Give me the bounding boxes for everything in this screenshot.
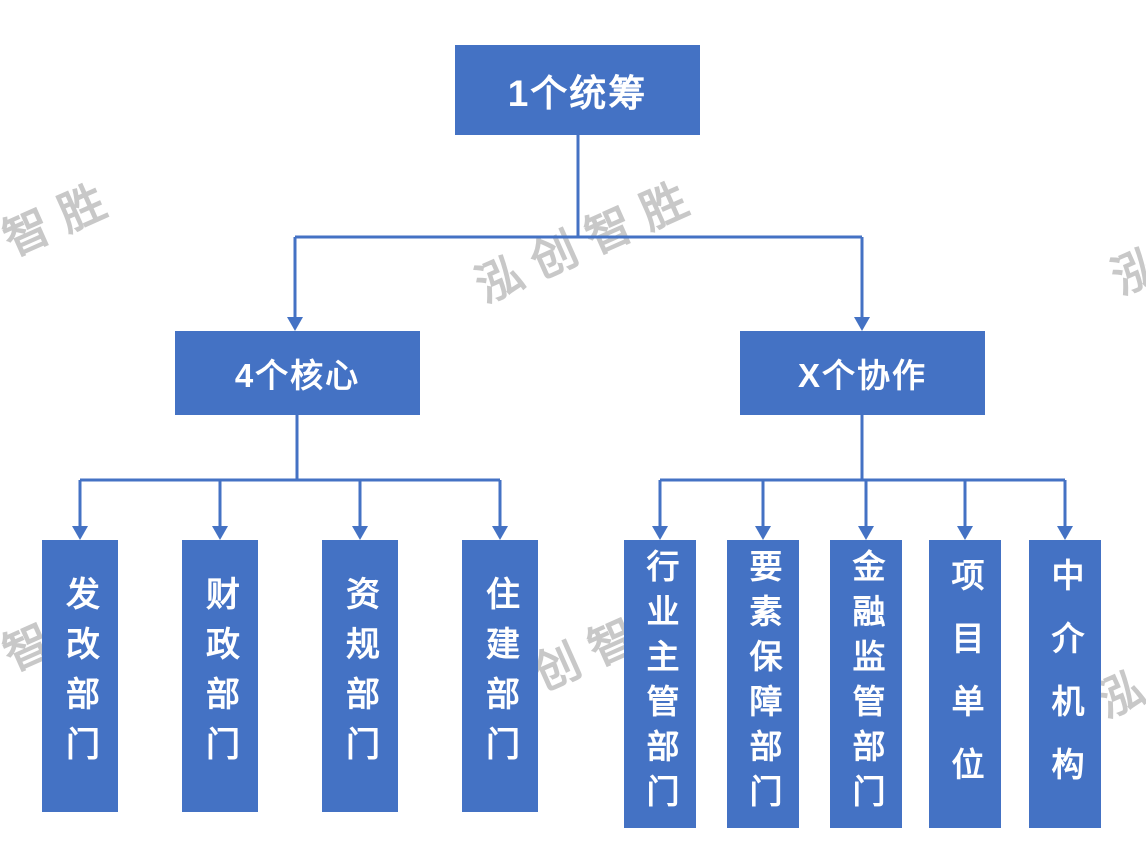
- node-root: 1个统筹: [455, 45, 700, 135]
- node-dept-elements: 要素保障部门: [727, 540, 799, 828]
- node-project-unit: 项目单位: [929, 540, 1001, 828]
- node-intermediary: 中介机构: [1029, 540, 1101, 828]
- node-dept-caizheng: 财政部门: [182, 540, 258, 812]
- node-branch-core: 4个核心: [175, 331, 420, 415]
- node-dept-zigui: 资规部门: [322, 540, 398, 812]
- node-dept-industry: 行业主管部门: [624, 540, 696, 828]
- watermark-text: 泓创智胜: [467, 167, 709, 313]
- node-dept-finance: 金融监管部门: [830, 540, 902, 828]
- watermark-text: 泓创智胜: [0, 169, 127, 315]
- node-branch-collab: X个协作: [740, 331, 985, 415]
- node-dept-fagai: 发改部门: [42, 540, 118, 812]
- watermark-text: 泓创智胜: [1103, 159, 1146, 305]
- node-dept-zhujian: 住建部门: [462, 540, 538, 812]
